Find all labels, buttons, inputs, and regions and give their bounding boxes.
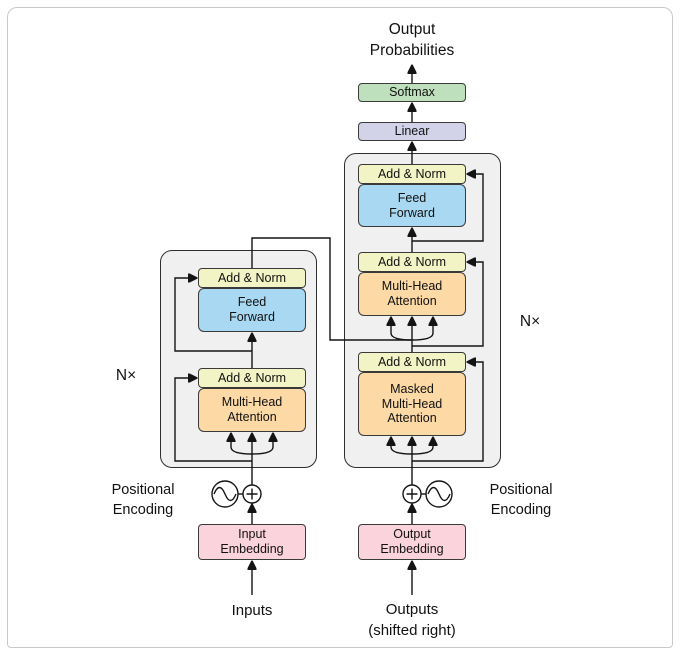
encoder-add-norm-attention: Add & Norm — [198, 368, 306, 388]
wire-encoder-output-to-decoder — [251, 237, 411, 341]
linear-box: Linear — [358, 122, 466, 141]
arrow-cross-attention-left — [391, 319, 413, 341]
decoder-multi-head-attention-box: Multi-Head Attention — [358, 272, 466, 316]
masked-multi-head-attention-box: Masked Multi-Head Attention — [358, 372, 466, 436]
page-frame — [7, 7, 673, 648]
positional-encoding-left-label: Positional Encoding — [111, 482, 175, 518]
output-probabilities-label: Output Probabilities — [369, 21, 455, 60]
wire-decoder-residual-ff — [412, 174, 484, 242]
input-embedding-box: Input Embedding — [198, 524, 306, 560]
outputs-label: Outputs (shifted right) — [368, 601, 456, 639]
arrow-encoder-attention-left — [231, 435, 253, 455]
arrow-masked-attention-right — [411, 439, 433, 455]
encoder-to-decoder-wire — [251, 237, 411, 341]
decoder-repeat-count-label: N× — [519, 313, 541, 330]
positional-encoding-left-symbol — [211, 480, 262, 508]
output-embedding-box: Output Embedding — [358, 524, 466, 560]
wire-encoder-residual-attention — [174, 378, 252, 462]
plus-glyph — [406, 488, 418, 500]
positional-encoding-right-label: Positional Encoding — [489, 482, 553, 518]
plus-glyph — [246, 488, 258, 500]
positional-encoding-right-symbol — [402, 480, 453, 508]
arrow-cross-attention-right — [411, 319, 433, 341]
encoder-repeat-count-label: N× — [115, 367, 137, 384]
sine-wave-curve — [427, 486, 451, 502]
encoder-add-norm-ff: Add & Norm — [198, 268, 306, 288]
wire-cross-attention-residual — [412, 262, 484, 347]
inputs-label: Inputs — [231, 602, 273, 619]
decoder-feed-forward-box: Feed Forward — [358, 184, 466, 227]
arrow-masked-attention-left — [391, 439, 413, 455]
arrow-encoder-attention-right — [251, 435, 273, 455]
softmax-box: Softmax — [358, 83, 466, 102]
decoder-add-norm-cross-attention: Add & Norm — [358, 252, 466, 272]
decoder-add-norm-ff: Add & Norm — [358, 164, 466, 184]
decoder-add-norm-masked-attention: Add & Norm — [358, 352, 466, 372]
sine-wave-curve — [213, 486, 237, 502]
decoder-wires — [391, 67, 484, 595]
encoder-feed-forward-box: Feed Forward — [198, 288, 306, 332]
wire-masked-residual — [412, 362, 484, 462]
encoder-multi-head-attention-box: Multi-Head Attention — [198, 388, 306, 432]
wire-encoder-residual-ff — [174, 278, 252, 352]
encoder-wires — [174, 278, 273, 595]
